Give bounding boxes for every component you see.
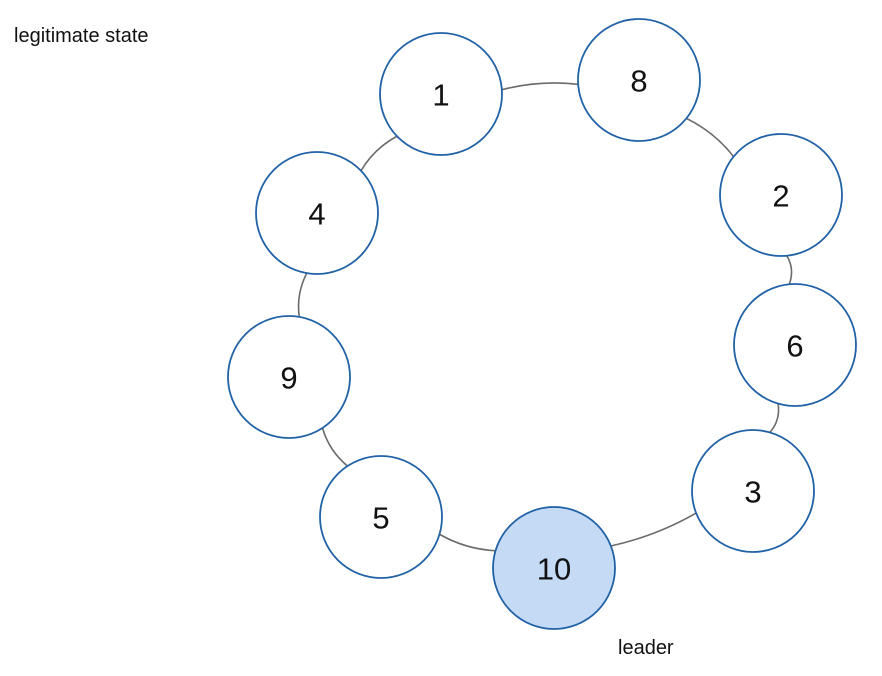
node-group: 1 8 2 6 3 10 5 9 4 <box>227 18 857 630</box>
leader-annotation: leader <box>618 637 674 659</box>
edge-group <box>297 82 793 552</box>
graph-node-3[interactable]: 3 <box>691 429 815 553</box>
node-label: 4 <box>308 197 325 232</box>
node-circle[interactable] <box>691 429 815 553</box>
graph-node-6[interactable]: 6 <box>733 283 857 407</box>
legitimate-state-annotation: legitimate state <box>14 25 149 47</box>
graph-node-5[interactable]: 5 <box>319 455 443 579</box>
graph-edge <box>501 82 579 91</box>
graph-node-2[interactable]: 2 <box>719 133 843 257</box>
node-label: 6 <box>786 329 803 364</box>
graph-node-9[interactable]: 9 <box>227 315 351 439</box>
node-label: 5 <box>372 501 389 536</box>
graph-node-1[interactable]: 1 <box>379 32 503 156</box>
node-circle[interactable] <box>577 18 701 142</box>
graph-edge <box>438 533 497 552</box>
graph-node-8[interactable]: 8 <box>577 18 701 142</box>
node-label: 10 <box>537 552 571 587</box>
node-circle[interactable] <box>719 133 843 257</box>
graph-edge <box>769 402 780 434</box>
graph-edge <box>360 135 398 172</box>
graph-node-4[interactable]: 4 <box>255 151 379 275</box>
graph-node-10[interactable]: 10 <box>492 506 616 630</box>
node-circle[interactable] <box>379 32 503 156</box>
graph-edge <box>297 272 308 318</box>
node-circle[interactable] <box>255 151 379 275</box>
node-circle[interactable] <box>733 283 857 407</box>
node-circle[interactable] <box>319 455 443 579</box>
node-label: 8 <box>630 64 647 99</box>
node-circle-highlighted[interactable] <box>492 506 616 630</box>
node-label: 1 <box>432 78 449 113</box>
node-circle[interactable] <box>227 315 351 439</box>
node-label: 9 <box>280 361 297 396</box>
graph-edge <box>685 117 735 158</box>
node-label: 2 <box>772 179 789 214</box>
graph-edge <box>321 427 349 467</box>
graph-edge <box>610 512 697 547</box>
node-label: 3 <box>744 475 761 510</box>
graph-edge <box>785 254 793 286</box>
